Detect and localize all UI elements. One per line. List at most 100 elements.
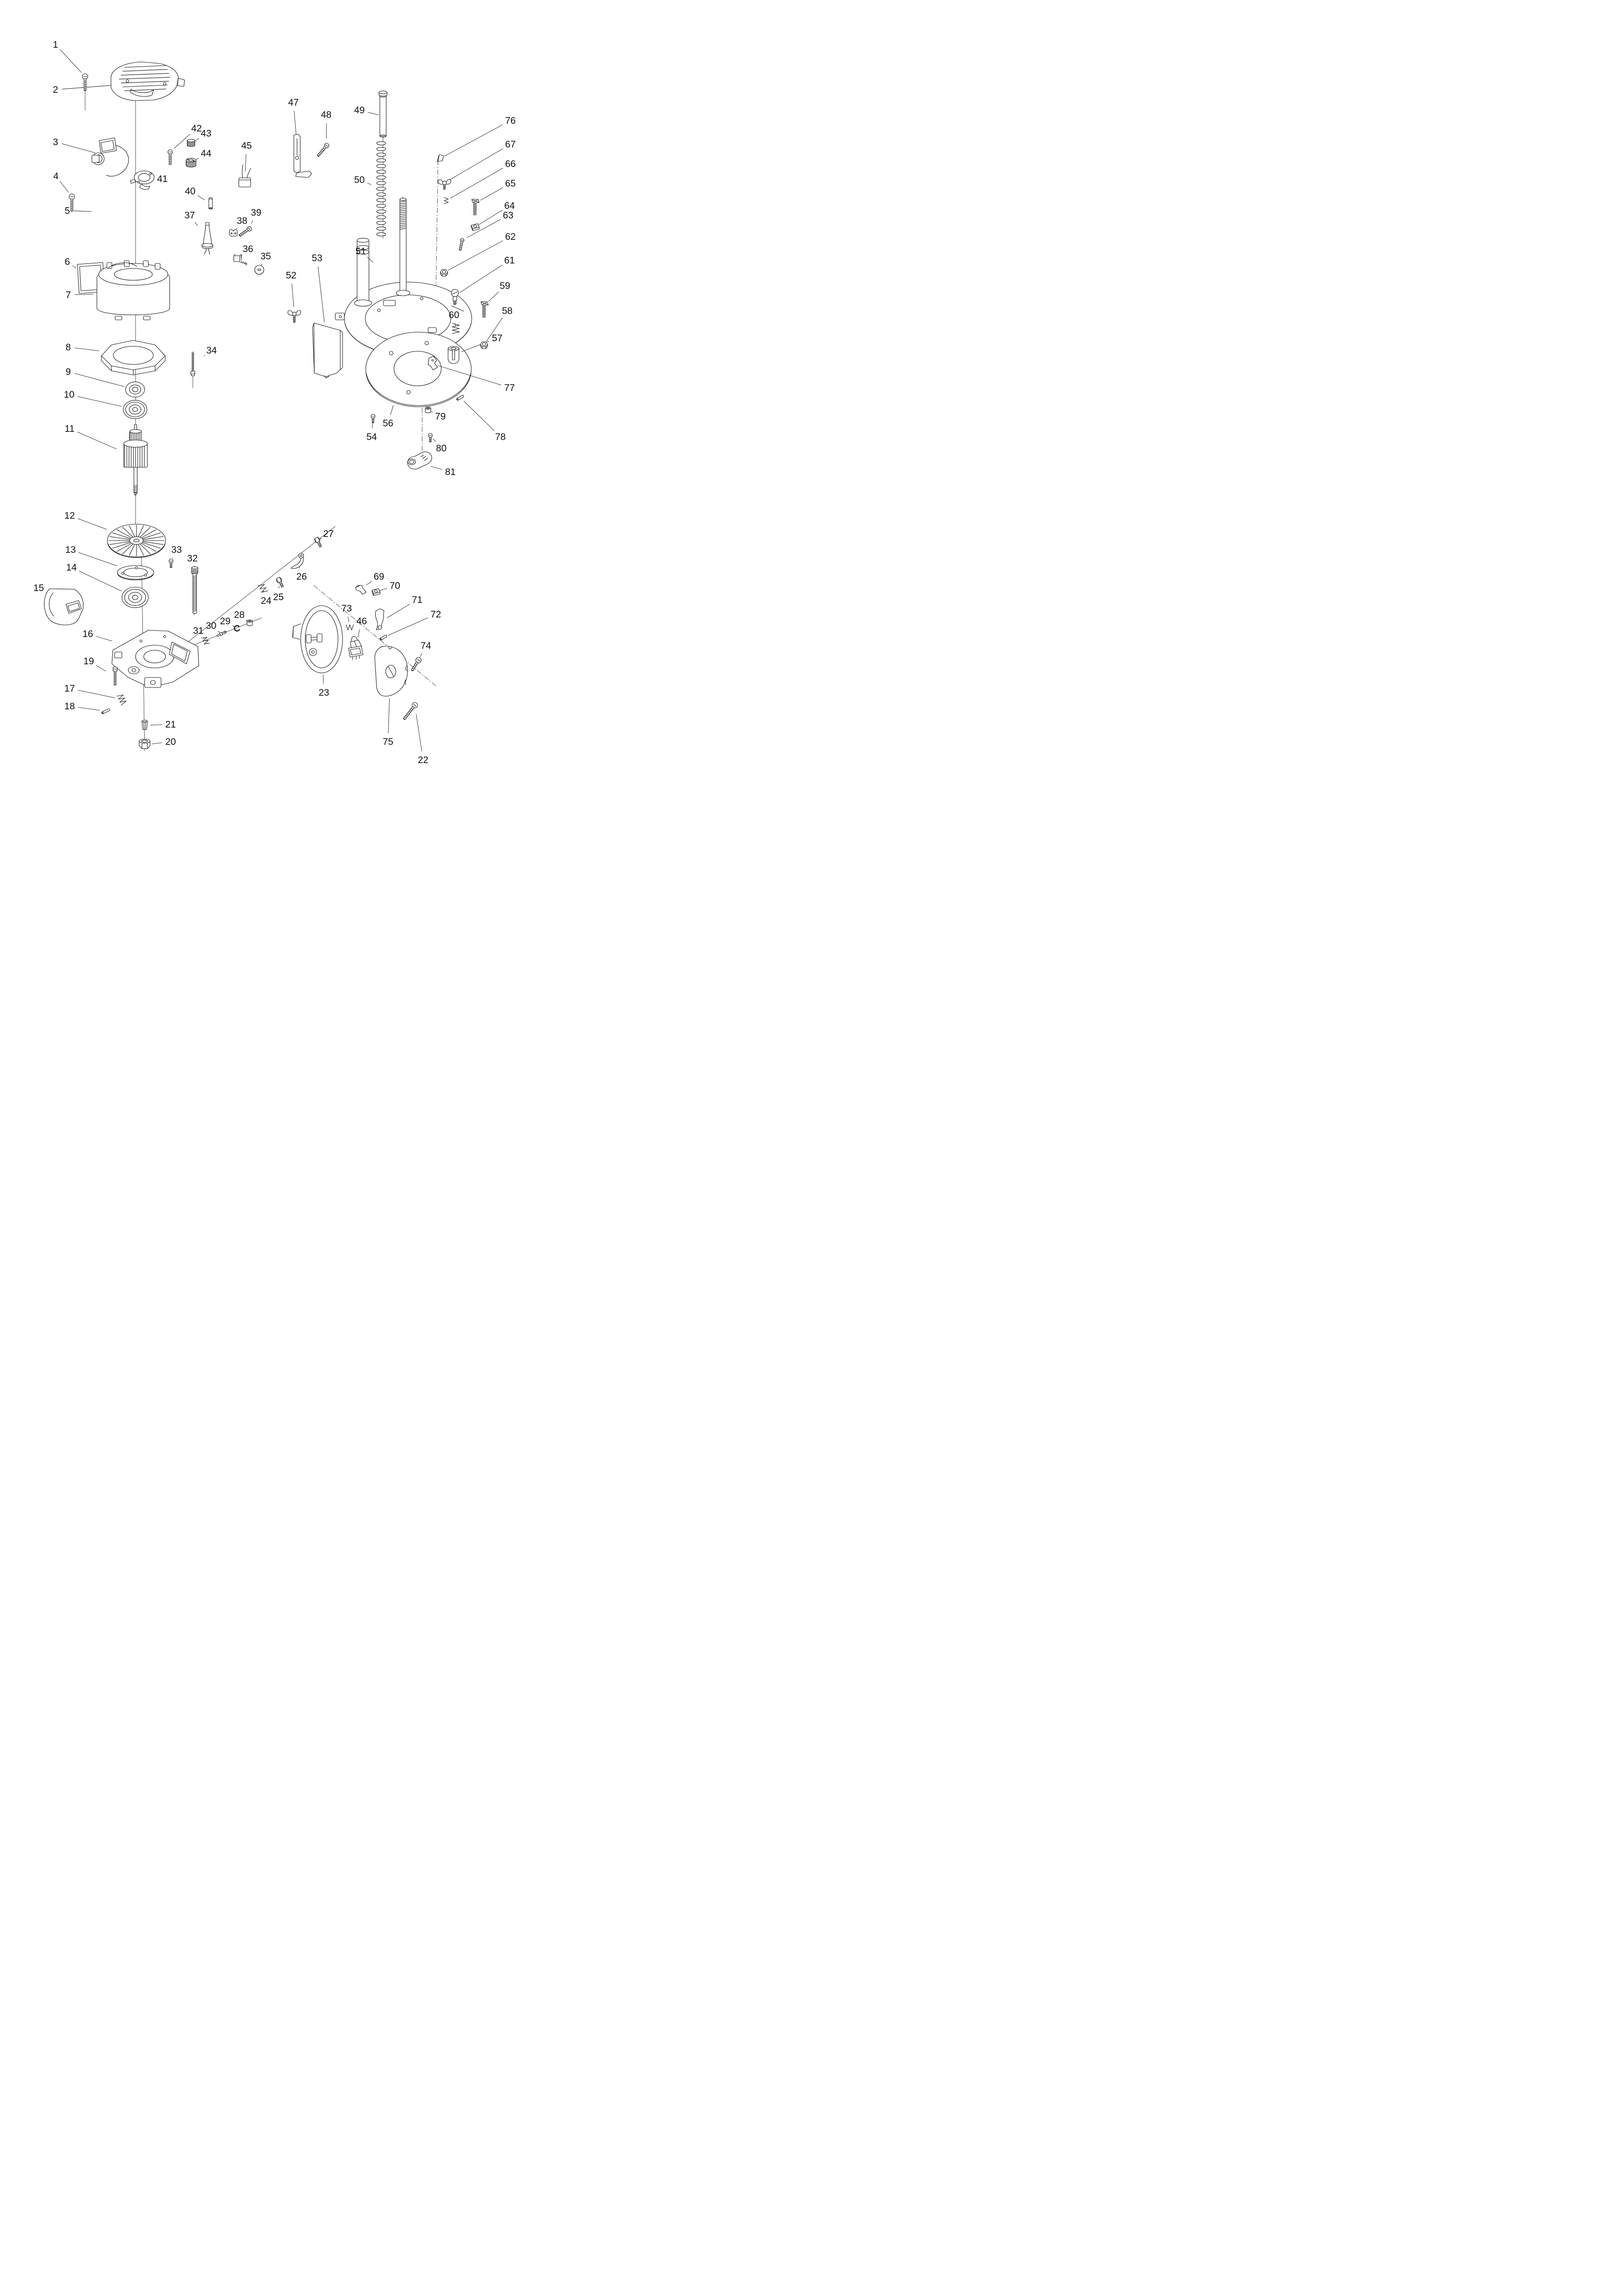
leader-73	[348, 617, 349, 622]
leader-61	[459, 265, 503, 293]
leader-71	[387, 604, 410, 618]
callout-2: 2	[53, 85, 58, 95]
page: { "diagram": { "type": "exploded-parts-d…	[0, 0, 1624, 766]
leader-81	[430, 466, 442, 470]
callout-60: 60	[449, 310, 459, 320]
part-65	[471, 199, 480, 216]
part-7	[96, 260, 170, 320]
leader-70	[379, 588, 387, 591]
leader-50	[367, 182, 372, 185]
callout-31: 31	[193, 626, 203, 636]
callout-12: 12	[64, 511, 75, 521]
leader-4	[60, 181, 69, 192]
part-63	[459, 238, 464, 251]
part-58	[480, 341, 488, 349]
part-43	[187, 139, 196, 147]
part-67	[438, 179, 451, 190]
leader-11	[77, 432, 117, 450]
part-8	[101, 340, 166, 375]
part-15	[44, 588, 84, 626]
callout-17: 17	[64, 683, 75, 694]
part-49	[378, 91, 388, 138]
callout-64: 64	[504, 201, 515, 211]
part-42	[167, 149, 173, 165]
leader-66	[450, 168, 503, 199]
callout-63: 63	[503, 210, 513, 221]
part-9	[125, 381, 145, 398]
callout-75: 75	[383, 737, 393, 747]
leader-12	[77, 518, 107, 530]
callout-45: 45	[241, 141, 252, 151]
part-73	[346, 624, 354, 631]
leader-6	[72, 265, 76, 268]
part-40	[208, 197, 213, 210]
part-71	[375, 608, 384, 630]
part-19	[112, 667, 118, 686]
callout-36: 36	[242, 244, 253, 254]
leader-74	[420, 653, 422, 657]
callout-66: 66	[505, 159, 515, 169]
callout-25: 25	[273, 592, 283, 602]
callout-42: 42	[191, 123, 202, 134]
leader-75	[388, 698, 390, 733]
part-59	[480, 301, 489, 318]
leader-44	[196, 157, 199, 160]
callout-3: 3	[53, 137, 58, 147]
part-78	[456, 395, 464, 401]
callout-14: 14	[66, 562, 77, 573]
leader-1	[60, 49, 82, 73]
leader-53	[318, 266, 325, 323]
part-16	[111, 630, 199, 688]
part-76	[437, 154, 444, 162]
part-28	[247, 620, 253, 626]
callout-50: 50	[354, 175, 364, 185]
part-54	[370, 414, 376, 424]
callout-57: 57	[492, 333, 502, 344]
part-79	[425, 407, 431, 413]
callout-53: 53	[312, 253, 322, 263]
callout-54: 54	[366, 432, 377, 442]
leader-63	[467, 219, 501, 238]
leader-76	[444, 124, 503, 157]
leader-18	[78, 707, 100, 711]
leader-39	[251, 220, 253, 224]
leader-59	[488, 291, 499, 302]
callout-69: 69	[373, 571, 384, 582]
callout-39: 39	[251, 207, 261, 218]
part-21	[141, 720, 148, 730]
part-53	[312, 323, 343, 379]
callout-43: 43	[201, 128, 211, 139]
callout-20: 20	[165, 737, 176, 747]
callout-27: 27	[323, 529, 333, 539]
part-81	[407, 451, 432, 470]
leader-80	[433, 439, 436, 442]
callout-4: 4	[53, 171, 59, 182]
callout-33: 33	[171, 545, 182, 555]
callout-11: 11	[65, 424, 75, 434]
leader-72	[388, 617, 428, 636]
callout-6: 6	[65, 257, 70, 267]
callout-35: 35	[260, 251, 271, 262]
part-61	[451, 289, 459, 305]
part-66	[444, 197, 449, 204]
callout-32: 32	[187, 553, 197, 564]
part-72	[379, 635, 387, 641]
part-27	[314, 536, 322, 547]
part-77	[428, 356, 438, 370]
leader-42	[174, 134, 191, 149]
callout-74: 74	[420, 641, 431, 651]
leader-30	[217, 631, 220, 633]
callout-79: 79	[435, 411, 445, 422]
part-13	[117, 565, 154, 581]
part-4	[69, 193, 75, 212]
leader-52	[292, 283, 294, 307]
callout-51: 51	[355, 246, 366, 257]
part-62	[440, 269, 448, 277]
leader-lines	[45, 49, 503, 752]
part-24	[257, 584, 268, 593]
callout-16: 16	[82, 629, 93, 639]
callout-77: 77	[504, 383, 514, 393]
leader-51	[367, 257, 373, 263]
leader-58	[486, 318, 503, 342]
